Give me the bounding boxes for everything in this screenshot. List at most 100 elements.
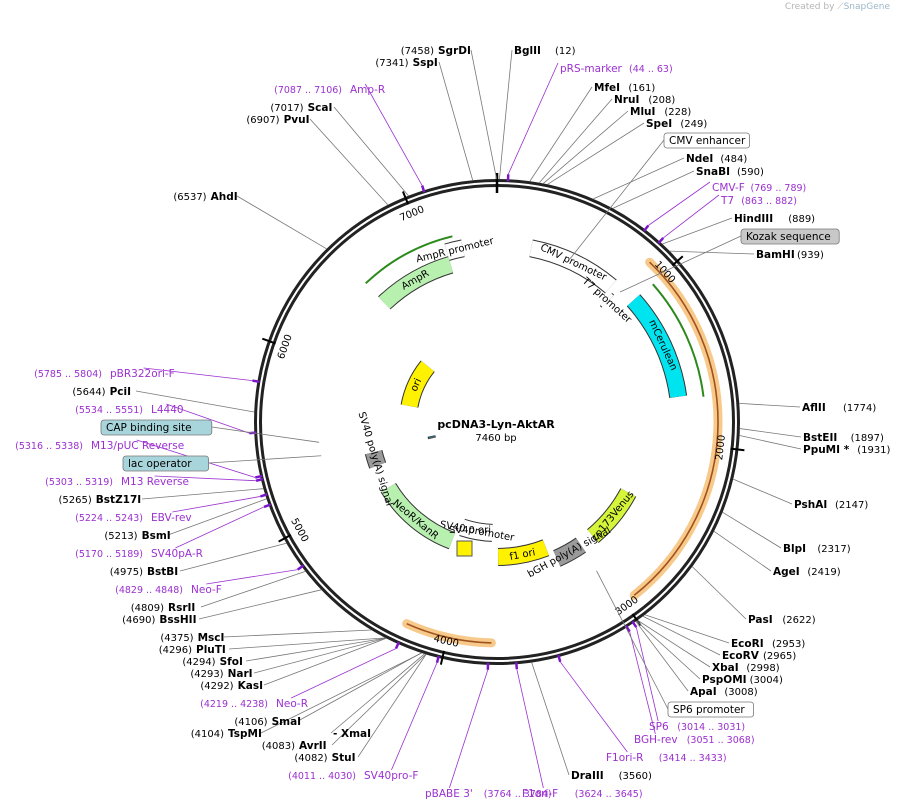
site-position: (4292) xyxy=(200,681,233,692)
site-label-rsrii: (4809)RsrII xyxy=(131,602,196,614)
site-position: (1931) xyxy=(857,445,890,456)
feature-arc xyxy=(497,540,549,565)
site-label-bsmi: (5213)BsmI xyxy=(104,530,170,542)
leader-line xyxy=(635,627,659,722)
site-position: (7458) xyxy=(401,46,434,57)
site-name: BsmI xyxy=(142,530,171,542)
primer-name: F1ori-F xyxy=(522,788,558,800)
site-name: StuI xyxy=(332,752,356,764)
primer-label-sv40par: SV40pA-R(5170 .. 5189) xyxy=(75,548,203,560)
leader-line xyxy=(167,498,267,536)
site-position: (2965) xyxy=(763,651,796,662)
site-name: SpeI xyxy=(646,118,672,130)
site-label-ndei: NdeI(484) xyxy=(686,153,747,165)
site-label-msci: (4375)MscI xyxy=(160,632,224,644)
primer-label-neof: Neo-F(4829 .. 4848) xyxy=(115,584,222,596)
leader-line xyxy=(364,83,423,186)
site-name: AhdI xyxy=(211,191,238,203)
site-name: TspMI xyxy=(228,728,262,740)
site-label-bsshii: (4690) BssHII xyxy=(122,614,196,626)
label-box-text: CMV enhancer xyxy=(669,135,746,147)
leader-line xyxy=(569,139,665,259)
feature-label: AmpR promoter xyxy=(415,236,496,266)
site-label-nrui: NruI(208) xyxy=(614,94,675,106)
primer-label-f1orir: F1ori-R(3414 .. 3433) xyxy=(606,752,727,764)
primer-tick xyxy=(263,503,272,509)
feature-arc xyxy=(444,240,465,260)
primer-name: pBR322ori-F xyxy=(110,368,175,380)
leader-line xyxy=(593,157,685,200)
site-position: (4690) xyxy=(122,615,155,626)
primer-label-sv40prof: SV40pro-F(4011 .. 4030) xyxy=(288,770,418,782)
site-name: SspI xyxy=(413,57,438,69)
primer-name: BGH-rev xyxy=(634,734,678,746)
site-position: (249) xyxy=(680,119,707,130)
feature-arc xyxy=(529,240,617,293)
site-position: (7017) xyxy=(270,103,303,114)
site-label-bstbi: (4975)BstBI xyxy=(110,566,178,578)
site-name: EcoRI xyxy=(731,638,764,650)
tick-mark xyxy=(278,534,292,543)
primer-tick xyxy=(260,493,268,498)
site-name: PciI xyxy=(110,386,131,398)
site-position: (2419) xyxy=(807,567,840,578)
site-label-sspi: (7341)SspI xyxy=(375,57,438,69)
leader-line xyxy=(263,637,387,686)
site-position: (5644) xyxy=(72,387,105,398)
feature-arc xyxy=(600,293,614,307)
tick-mark xyxy=(439,650,445,665)
site-name: SmaI xyxy=(272,716,302,728)
feature-arc xyxy=(365,450,386,469)
feature-arc xyxy=(587,488,636,543)
brand-name: SnapGene xyxy=(843,2,890,12)
primer-label-m13pucreverse: M13/pUC Reverse(5316 .. 5338) xyxy=(15,440,184,452)
leader-line xyxy=(438,61,474,181)
primer-tick xyxy=(296,564,305,571)
primer-position: (3051 .. 3068) xyxy=(687,735,755,746)
site-position: (939) xyxy=(797,250,824,261)
plasmid-name: pcDNA3-Lyn-AktAR xyxy=(437,418,555,431)
site-label-bamhi: BamHI(939) xyxy=(756,249,824,261)
primer-name: EBV-rev xyxy=(151,512,192,524)
leader-line xyxy=(529,86,593,182)
site-name: - XmaI xyxy=(333,728,371,740)
site-name: MluI xyxy=(630,106,655,118)
feature-arc xyxy=(459,519,493,541)
snapgene-logo-icon: ⟋ xyxy=(837,2,844,12)
boxed-label-cmvenhancer: CMV enhancer xyxy=(663,132,750,149)
site-name: SgrDI xyxy=(438,45,471,57)
tick-mark xyxy=(730,447,745,452)
leader-line xyxy=(449,669,489,789)
feature-label: f1 ori xyxy=(509,547,537,563)
site-label-ahdi: (6537)AhdI xyxy=(173,191,237,203)
site-position: (12) xyxy=(555,46,576,57)
primer-label-sp6: SP6(3014 .. 3031) xyxy=(649,721,745,733)
site-name: PpuMI * xyxy=(803,444,850,456)
label-box xyxy=(667,701,754,718)
primer-label-f1orif: F1ori-F(3624 .. 3645) xyxy=(522,788,643,800)
site-position: (3560) xyxy=(619,771,652,782)
leader-line xyxy=(309,118,389,206)
primer-position: (5303 .. 5319) xyxy=(45,477,113,488)
feature-arc xyxy=(401,361,435,408)
primer-tick xyxy=(624,624,631,633)
primer-position: (769 .. 789) xyxy=(751,183,807,194)
primer-position: (4219 .. 4238) xyxy=(200,699,268,710)
leader-line xyxy=(662,217,733,245)
site-position: (4082) xyxy=(294,753,327,764)
leader-line xyxy=(470,49,497,180)
leader-line xyxy=(691,566,747,620)
leader-line xyxy=(637,619,711,668)
leader-line xyxy=(211,426,320,443)
leader-line xyxy=(636,620,701,680)
cds-guide-arrow xyxy=(652,283,705,397)
leader-line xyxy=(260,652,422,734)
site-name: BstZ17I xyxy=(96,494,141,506)
leader-line xyxy=(531,662,570,776)
site-name: BssHII xyxy=(159,614,196,626)
site-position: (4104) xyxy=(191,729,224,740)
site-label-tspmi: (4104) TspMI xyxy=(191,728,262,740)
site-name: BlpI xyxy=(783,543,806,555)
site-label-blpi: BlpI(2317) xyxy=(783,543,851,555)
site-position: (5265) xyxy=(59,495,92,506)
